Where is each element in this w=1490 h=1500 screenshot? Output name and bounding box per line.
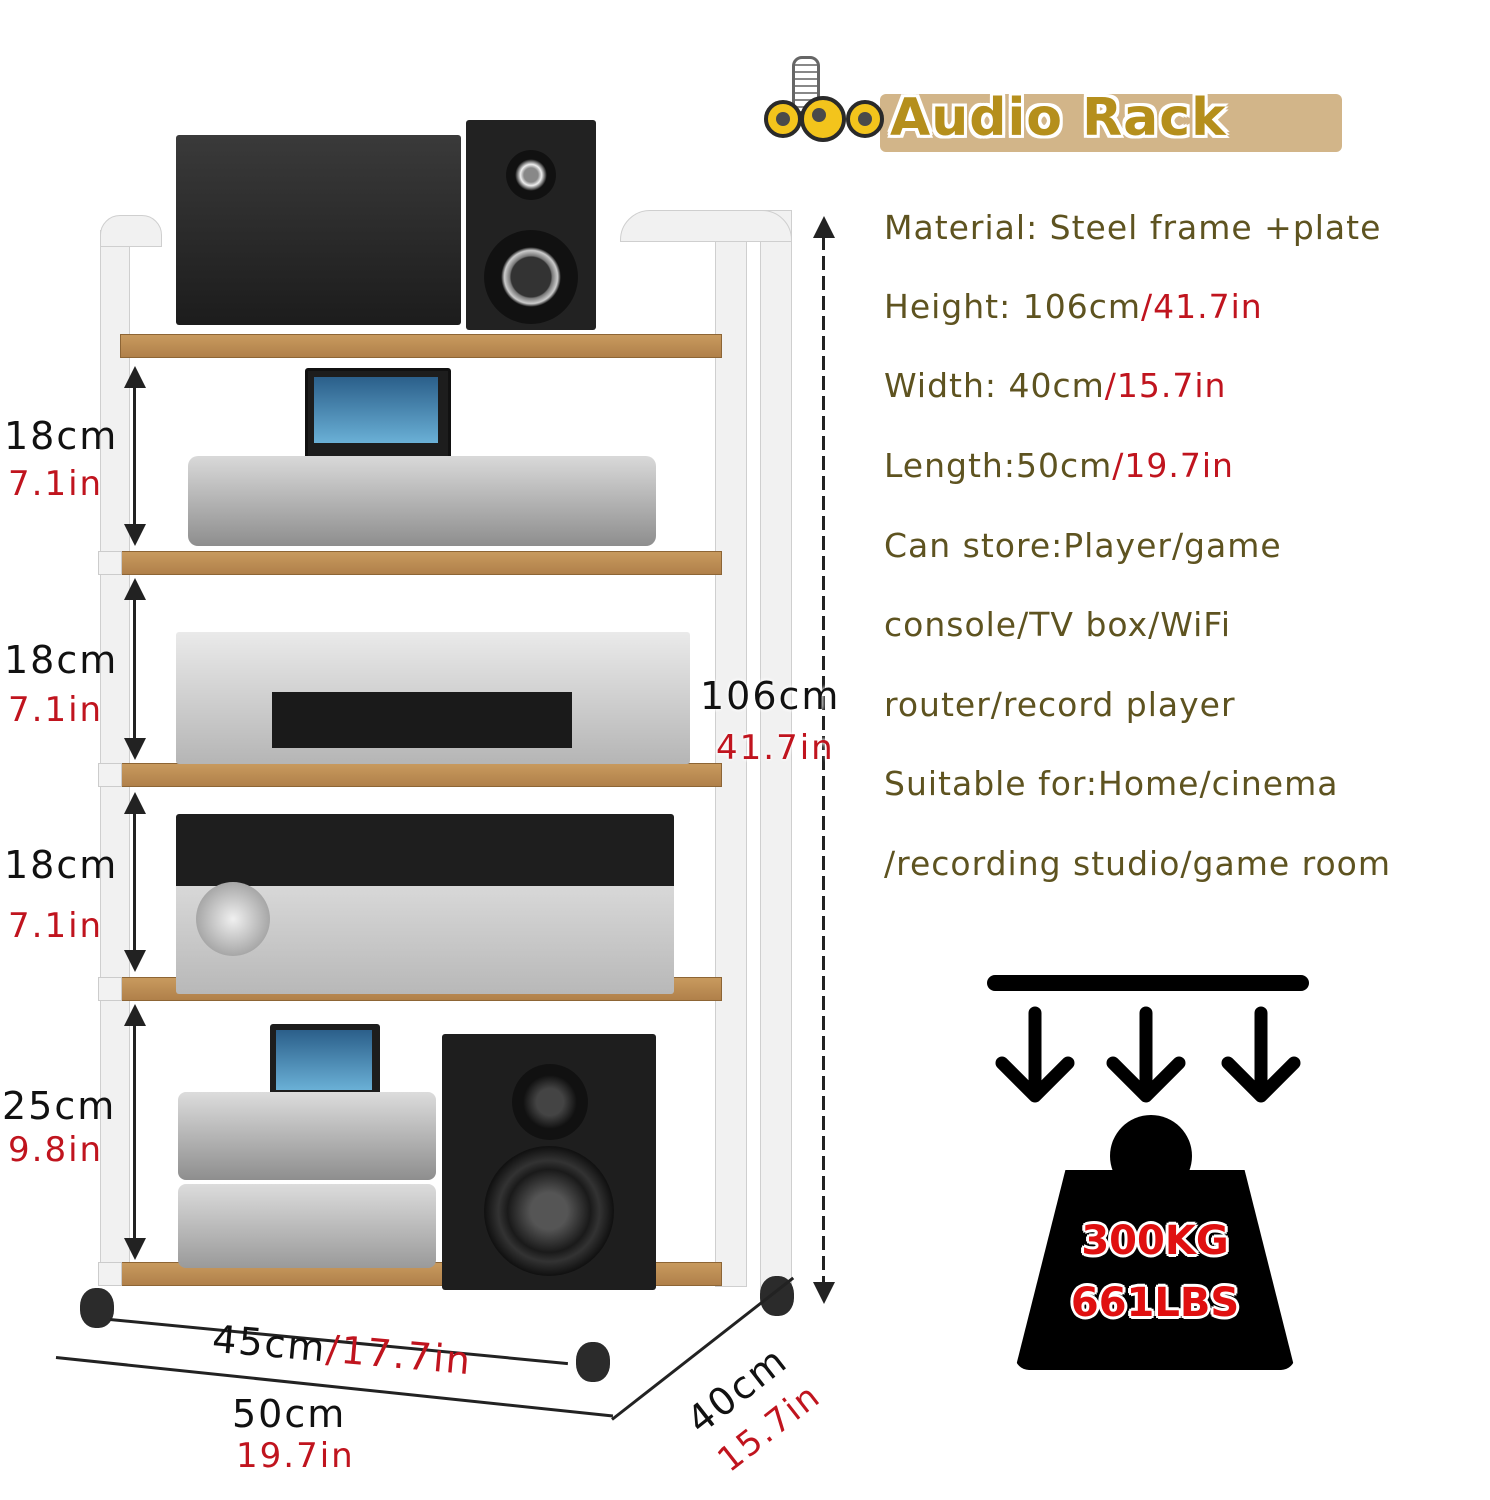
cd-display	[272, 692, 572, 748]
spec-imperial: /19.7in	[1112, 446, 1234, 485]
gap-arrow	[122, 366, 148, 546]
streaming-device	[178, 1092, 436, 1180]
audio-receiver	[176, 135, 461, 325]
rack-handle	[100, 215, 162, 247]
amplifier	[176, 814, 674, 994]
length-cm: 50cm	[232, 1392, 347, 1436]
spec-suitable-line-2: /recording studio/game room	[884, 844, 1391, 883]
spec-storage-line-1: Can store:Player/game	[884, 526, 1282, 565]
shelf-endcap	[98, 763, 122, 787]
speaker-woofer	[484, 230, 578, 324]
arrow-up-icon	[124, 366, 146, 388]
weight-body	[1015, 1170, 1295, 1370]
arrow-up-icon	[124, 792, 146, 814]
spec-width: Width: 40cm/15.7in	[884, 366, 1226, 405]
dimension-line	[133, 1024, 136, 1240]
disc-player	[178, 1184, 436, 1268]
gap-2-in: 7.1in	[8, 690, 104, 730]
media-display	[270, 1024, 380, 1102]
shelf-endcap	[98, 551, 122, 575]
spec-storage-line-2: console/TV box/WiFi	[884, 605, 1232, 644]
bookshelf-speaker	[442, 1034, 656, 1290]
arrow-down-icon	[124, 950, 146, 972]
spec-material: Material: Steel frame +plate	[884, 208, 1381, 247]
gap-3-cm: 18cm	[4, 843, 119, 887]
gap-arrow	[122, 792, 148, 972]
caster-wheel	[576, 1342, 610, 1382]
speaker-tweeter	[506, 150, 556, 200]
bookshelf-speaker	[466, 120, 596, 330]
gap-4-cm: 25cm	[2, 1084, 117, 1128]
rack-shelf	[120, 334, 722, 358]
gap-1-cm: 18cm	[4, 414, 119, 458]
cd-player	[176, 632, 690, 764]
shelf-endcap	[98, 1262, 122, 1286]
spec-metric: 50cm	[1015, 446, 1113, 485]
height-cm: 106cm	[700, 674, 841, 718]
speaker-woofer	[484, 1146, 614, 1276]
rack-post	[715, 225, 747, 1287]
spec-label: Height:	[884, 287, 1023, 326]
arrow-down-icon	[124, 1238, 146, 1260]
arrow-down-icon	[1106, 1006, 1186, 1103]
media-display	[305, 368, 451, 464]
spec-imperial: /15.7in	[1104, 366, 1227, 405]
arrow-down-icon	[124, 738, 146, 760]
volume-knob	[196, 882, 270, 956]
dimension-line	[133, 812, 136, 952]
spec-label: Material: Steel frame +plate	[884, 208, 1382, 247]
dimension-line	[822, 236, 825, 1286]
media-screen	[314, 377, 438, 443]
spec-length: Length:50cm/19.7in	[884, 446, 1234, 485]
height-in: 41.7in	[716, 728, 835, 768]
title-banner	[880, 94, 1342, 152]
arrow-down-icon	[124, 524, 146, 546]
shelf-endcap	[98, 977, 122, 1001]
height-arrow	[812, 216, 836, 1306]
streaming-device	[188, 456, 656, 546]
speaker-icon	[846, 100, 884, 138]
rack-shelf	[120, 763, 722, 787]
spec-metric: 106cm	[1022, 287, 1141, 326]
load-lbs: 661LBS	[1070, 1280, 1240, 1326]
spec-metric: 40cm	[1008, 366, 1105, 405]
gap-2-cm: 18cm	[4, 638, 119, 682]
rack-illustration	[80, 120, 794, 1382]
gap-1-in: 7.1in	[8, 464, 104, 504]
arrow-up-icon	[813, 216, 835, 238]
caster-wheel	[80, 1288, 114, 1328]
speaker-icon	[800, 96, 846, 142]
arrow-down-icon	[995, 1006, 1075, 1103]
load-kg: 300KG	[1081, 1218, 1229, 1264]
length-in: 19.7in	[236, 1436, 355, 1476]
dimension-line	[133, 386, 136, 526]
gap-arrow	[122, 578, 148, 760]
gap-3-in: 7.1in	[8, 906, 104, 946]
spec-label: Length:	[884, 446, 1016, 485]
spec-storage-line-3: router/record player	[884, 685, 1236, 724]
spec-height: Height: 106cm/41.7in	[884, 287, 1263, 326]
gap-arrow	[122, 1004, 148, 1260]
page-title: Audio Rack	[890, 88, 1227, 148]
speaker-tweeter	[512, 1064, 588, 1140]
rack-shelf	[120, 551, 722, 575]
arrow-up-icon	[124, 1004, 146, 1026]
dimension-line	[133, 598, 136, 740]
gap-4-in: 9.8in	[8, 1130, 104, 1170]
rack-handle	[620, 210, 792, 242]
spec-suitable-line-1: Suitable for:Home/cinema	[884, 764, 1339, 803]
speaker-icon	[764, 100, 802, 138]
media-screen	[276, 1030, 372, 1090]
spec-label: Width:	[884, 366, 1009, 405]
arrow-down-icon	[1221, 1006, 1301, 1103]
load-bar	[987, 975, 1309, 991]
arrow-up-icon	[124, 578, 146, 600]
spec-imperial: /41.7in	[1140, 287, 1263, 326]
arrow-down-icon	[813, 1282, 835, 1304]
